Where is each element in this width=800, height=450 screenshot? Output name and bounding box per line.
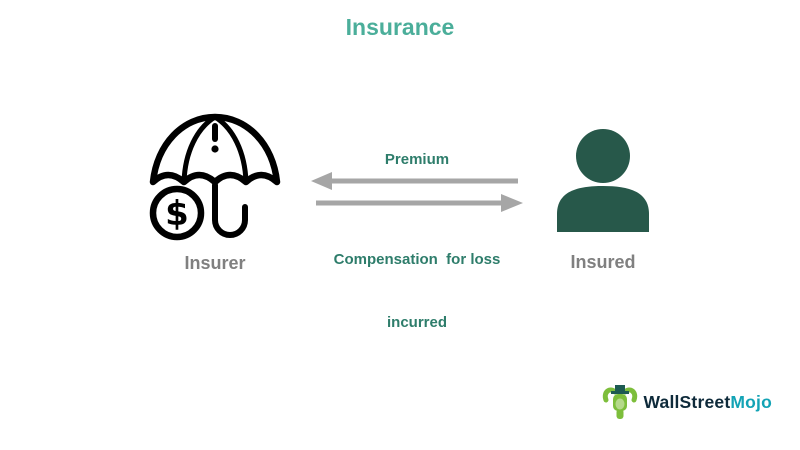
umbrella-dollar-icon: $: [149, 113, 281, 241]
exchange-arrows: [311, 172, 523, 212]
insured-label: Insured: [570, 252, 636, 272]
compensation-arrow-right: [316, 194, 523, 212]
wallstreetmojo-logo-text: WallStreetMojo: [643, 392, 772, 413]
svg-text:$: $: [165, 194, 189, 234]
insurer-label: Insurer: [184, 253, 246, 273]
page-title: Insurance: [345, 14, 455, 40]
logo-text-wallstreet: WallStreet: [643, 391, 731, 412]
logo-text-mojo: Mojo: [730, 391, 772, 412]
premium-flow-label: Premium: [384, 151, 450, 168]
premium-arrow-left: [311, 172, 518, 190]
person-icon: [557, 129, 649, 232]
compensation-flow-label-line1: Compensation for loss: [333, 251, 501, 268]
compensation-flow-label: Compensation for loss incurred: [291, 207, 543, 354]
wallstreetmojo-mascot-icon: [603, 385, 638, 419]
wallstreetmojo-logo: WallStreetMojo: [602, 383, 772, 421]
compensation-flow-label-line2: incurred: [386, 314, 447, 331]
